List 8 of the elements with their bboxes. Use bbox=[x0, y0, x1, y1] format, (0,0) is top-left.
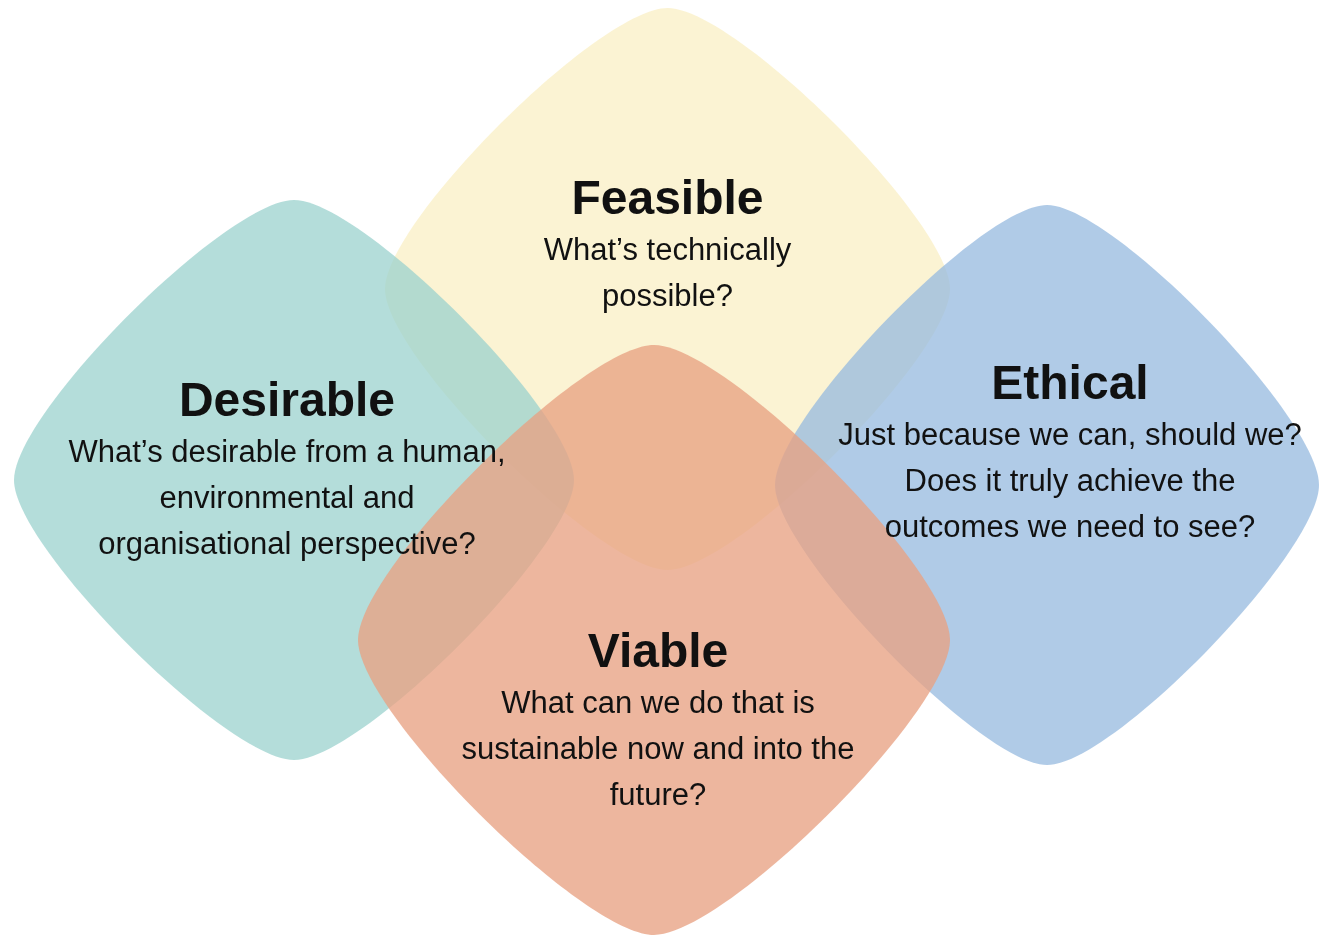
node-heading: Desirable bbox=[178, 372, 396, 428]
node-description: What’s desirable from a human, environmental and organisational perspective? bbox=[67, 433, 507, 563]
node-heading: Viable bbox=[587, 623, 729, 679]
node-heading: Ethical bbox=[991, 355, 1149, 411]
node-description: Just because we can, should we? Does it truly achieve the outcomes we need to see? bbox=[837, 416, 1303, 546]
node-description: What’s technically possible? bbox=[542, 231, 793, 316]
node-heading: Feasible bbox=[571, 170, 764, 226]
node-description: What can we do that is sustainable now and into the future? bbox=[460, 684, 856, 814]
